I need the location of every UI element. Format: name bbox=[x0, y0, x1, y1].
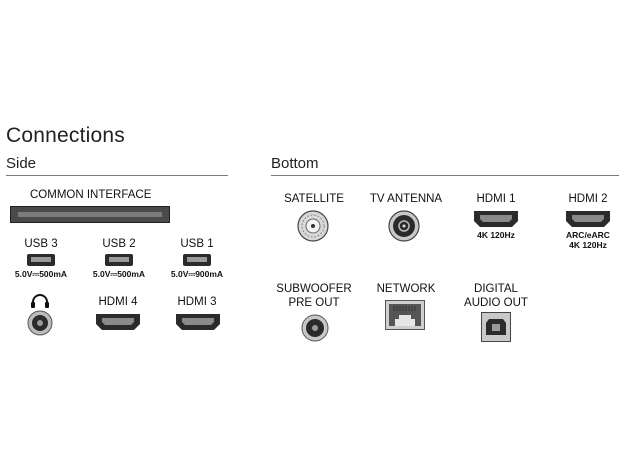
side-divider bbox=[6, 175, 228, 176]
headphone-jack bbox=[27, 310, 53, 336]
usb1-spec: 5.0V⎓900mA bbox=[170, 269, 224, 279]
subwoofer-label-line1: SUBWOOFER bbox=[276, 283, 352, 295]
hdmi2-label: HDMI 2 bbox=[568, 193, 608, 205]
hdmi-icon bbox=[566, 211, 610, 227]
subwoofer-label-line2: PRE OUT bbox=[288, 297, 340, 309]
usb2-port: USB 2 5.0V⎓500mA bbox=[84, 237, 154, 279]
usb3-port: USB 3 5.0V⎓500mA bbox=[6, 237, 76, 279]
digital-audio-label-line2: AUDIO OUT bbox=[464, 297, 528, 309]
common-interface-slot bbox=[10, 206, 170, 223]
section-side-title: Side bbox=[6, 155, 37, 172]
hdmi-icon bbox=[176, 314, 220, 330]
subwoofer-jack bbox=[301, 314, 329, 342]
usb1-port: USB 1 5.0V⎓900mA bbox=[162, 237, 232, 279]
usb-icon bbox=[27, 254, 55, 266]
satellite-label: SATELLITE bbox=[284, 193, 344, 205]
satellite-connector bbox=[297, 210, 329, 242]
headphone-icon bbox=[31, 294, 49, 308]
hdmi2-spec-arc: ARC/eARC bbox=[566, 230, 610, 240]
hdmi1-label: HDMI 1 bbox=[476, 193, 516, 205]
usb3-label: USB 3 bbox=[24, 238, 58, 250]
hdmi4-label: HDMI 4 bbox=[98, 296, 138, 308]
hdmi-icon bbox=[474, 211, 518, 227]
hdmi1-spec: 4K 120Hz bbox=[477, 230, 515, 240]
hdmi-icon bbox=[96, 314, 140, 330]
digital-audio-label-line1: DIGITAL bbox=[474, 283, 518, 295]
usb2-label: USB 2 bbox=[102, 238, 136, 250]
network-label: NETWORK bbox=[376, 283, 436, 295]
optical-port bbox=[481, 312, 511, 342]
usb2-spec: 5.0V⎓500mA bbox=[92, 269, 146, 279]
page-title: Connections bbox=[6, 124, 125, 147]
common-interface-label: COMMON INTERFACE bbox=[30, 189, 152, 201]
usb-icon bbox=[183, 254, 211, 266]
bottom-divider bbox=[271, 175, 619, 176]
hdmi3-label: HDMI 3 bbox=[177, 296, 217, 308]
usb-icon bbox=[105, 254, 133, 266]
tv-antenna-label: TV ANTENNA bbox=[369, 193, 443, 205]
usb3-spec: 5.0V⎓500mA bbox=[14, 269, 68, 279]
hdmi2-spec-4k: 4K 120Hz bbox=[569, 240, 607, 250]
section-bottom-title: Bottom bbox=[271, 155, 319, 172]
usb1-label: USB 1 bbox=[180, 238, 214, 250]
antenna-connector bbox=[388, 210, 420, 242]
ethernet-port bbox=[385, 300, 425, 330]
